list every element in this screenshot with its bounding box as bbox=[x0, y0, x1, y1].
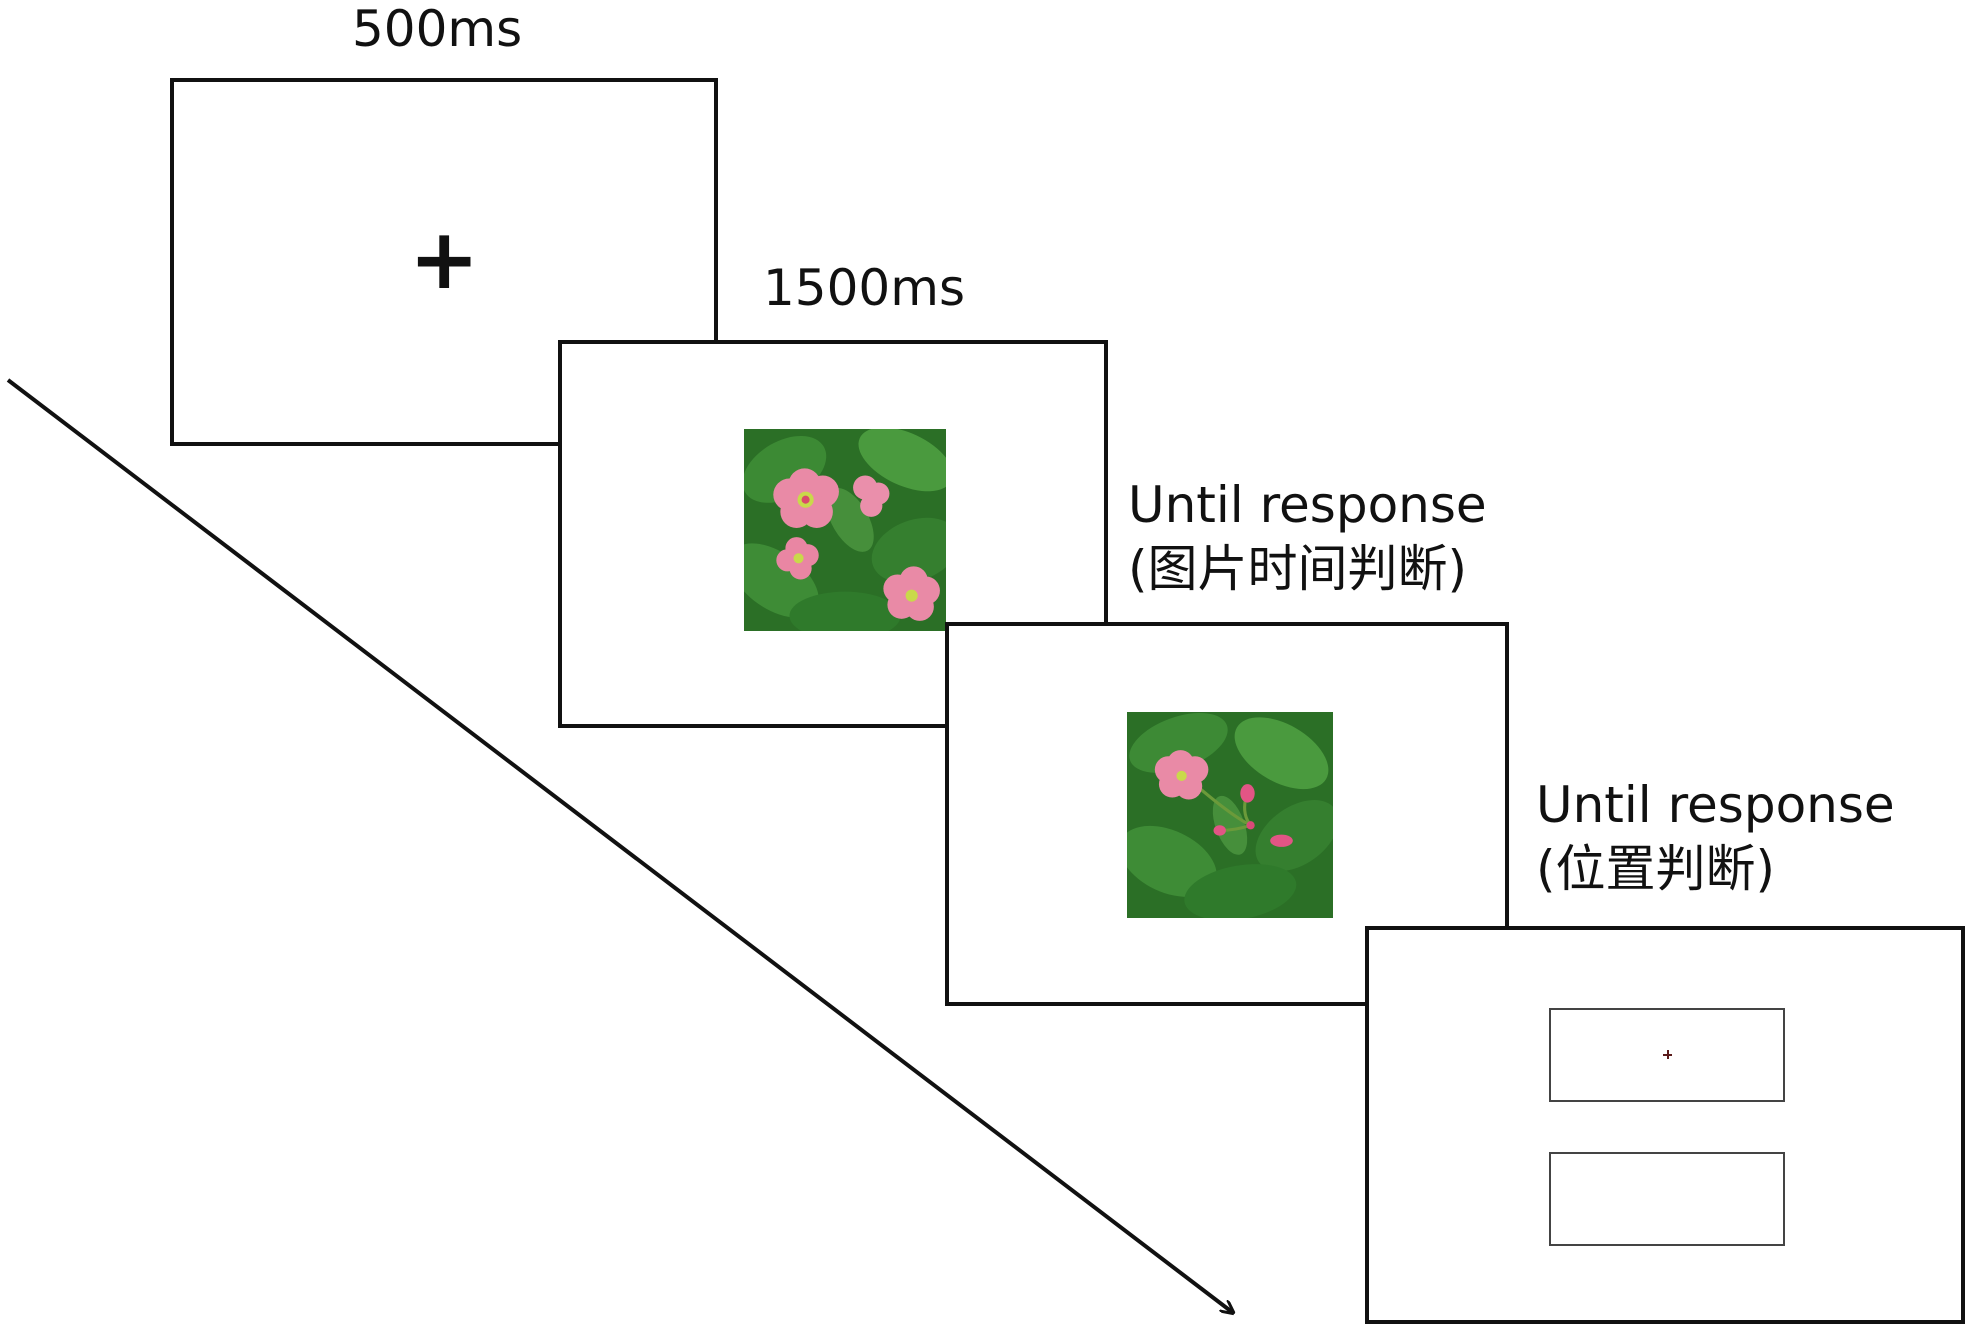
lower-location-box bbox=[1549, 1152, 1785, 1246]
flower-image-2-icon bbox=[1127, 712, 1333, 918]
probe-dot-icon bbox=[1663, 1050, 1672, 1059]
step-3-duration-label: Until response bbox=[1128, 476, 1487, 534]
step-4-location-screen bbox=[1365, 926, 1965, 1324]
time-arrow-line bbox=[6, 378, 1232, 1312]
flower-image-stimulus-2 bbox=[1127, 712, 1333, 918]
upper-location-box bbox=[1549, 1008, 1785, 1102]
step-4-duration-label: Until response bbox=[1536, 776, 1895, 834]
step-1-duration-label: 500ms bbox=[352, 0, 523, 58]
step-2-duration-label: 1500ms bbox=[763, 259, 966, 317]
fixation-cross-icon: + bbox=[409, 210, 480, 308]
step-3-task-label: (图片时间判断) bbox=[1128, 540, 1468, 598]
flower-image-icon bbox=[744, 429, 946, 631]
step-4-task-label: (位置判断) bbox=[1536, 840, 1776, 898]
flower-image-stimulus bbox=[744, 429, 946, 631]
